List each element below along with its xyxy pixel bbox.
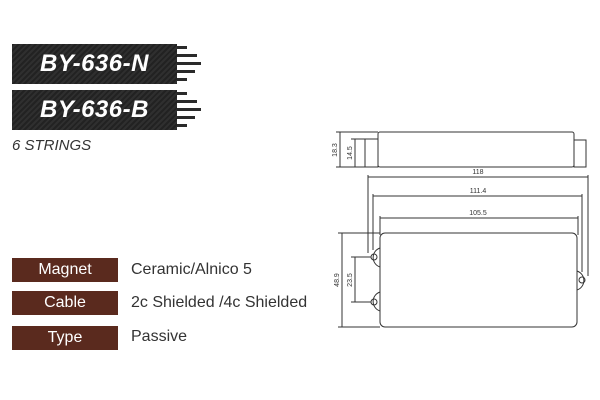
dim-hole-spacing: 23.5 [347,273,354,287]
dim-width: 48.9 [334,273,341,287]
dim-height-total: 18.3 [332,143,339,157]
model-banner-b: BY-636-B [12,90,177,130]
dim-length-total: 118 [472,169,483,176]
spec-label-magnet: Magnet [12,258,118,282]
dim-height-body: 14.5 [347,146,354,160]
model-name: BY-636-B [40,96,149,123]
dim-length-mount: 111.4 [470,188,487,195]
strings-count: 6 STRINGS [12,137,92,154]
dim-length-body: 105.5 [469,210,487,217]
spec-value-magnet: Ceramic/Alnico 5 [131,261,252,278]
top-view [338,175,589,328]
spec-value-type: Passive [131,328,188,345]
banner-decoration [177,90,203,130]
model-name: BY-636-N [40,50,149,77]
banner-decoration [177,44,203,84]
side-view [336,131,587,168]
spec-label-cable: Cable [12,291,118,315]
spec-label-type: Type [12,326,118,350]
spec-value-cable: 2c Shielded /4c Shielded [131,294,308,311]
model-banner-n: BY-636-N [12,44,177,84]
